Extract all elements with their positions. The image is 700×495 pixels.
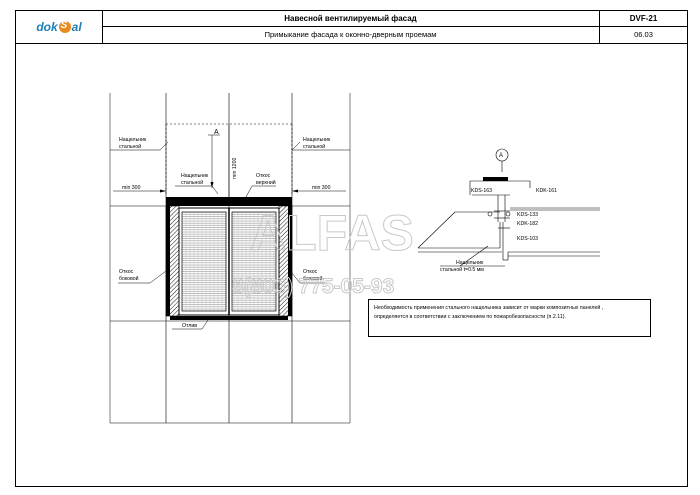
label-kdk182: KDK-182 [517,221,538,227]
label-flashing-left-2: стальной [119,143,141,150]
fastener-icon [487,211,493,217]
label-section-flashing-1: Нащельник [456,260,484,266]
label-slope-right-2: боковой [303,275,323,282]
dim-min-300-left: min 300 [122,185,141,191]
label-kds133: KDS-133 [517,212,538,218]
drawing-subtitle: Примыкание фасада к оконно-дверным проем… [102,27,600,43]
drawing-code: DVF-21 [600,11,687,27]
fire-safety-note: Необходимость применения стального нащел… [368,299,651,337]
dimension-lines [110,124,350,330]
label-slope-top-2: верхний [256,179,276,186]
logo-mark-icon [58,20,71,33]
label-section-flashing-2: стальной t=0.5 мм [440,266,484,273]
window-opening [165,197,293,320]
label-flashing-top-2: стальной [181,179,203,186]
dim-arrow-left [160,189,166,193]
upper-panel-outline [165,123,293,194]
label-sill: Отлив [182,323,197,329]
watermark-brand: ALFAS [250,205,414,261]
sheet-number: 06.03 [634,30,653,39]
company-logo: dok al [16,11,103,43]
section-detail-a [417,148,600,267]
label-flashing-right-2: стальной [303,143,325,150]
dim-arrow-a [210,182,214,188]
label-slope-right-1: Откос [303,269,318,275]
label-flashing-right-1: Нащельник [303,137,331,143]
watermark-phone: 8(800) 775-05-93 [232,275,394,298]
label-kdk161: KDK-161 [536,188,557,194]
section-top-profile [483,177,508,181]
label-flashing-top-1: Нащельник [181,173,209,179]
section-circle-label: A [499,153,503,159]
dim-arrow-right [292,189,298,193]
note-line-1: Необходимость применения стального нащел… [374,305,604,311]
fastener-icon [505,211,511,217]
dim-min-1200: min 1200 [232,158,238,179]
dim-min-300-right: min 300 [312,185,331,191]
logo-text-right: al [71,20,82,34]
label-flashing-left-1: Нащельник [119,137,147,143]
drawing-sheet: dok al Навесной вентилируемый фасад Прим… [15,10,688,487]
label-kds163: KDS-163 [471,188,492,194]
note-line-2: определяется в соответствии с заключение… [374,314,566,320]
label-slope-top-1: Откос [256,173,271,179]
title-block: dok al Навесной вентилируемый фасад Прим… [16,11,687,44]
label-slope-left-2: боковой [119,275,139,282]
label-slope-left-1: Откос [119,269,134,275]
logo-text-left: dok [36,20,58,34]
drawing-title: Навесной вентилируемый фасад [102,11,600,27]
label-kds103: KDS-103 [517,236,538,242]
section-mark-a: A [214,129,219,136]
